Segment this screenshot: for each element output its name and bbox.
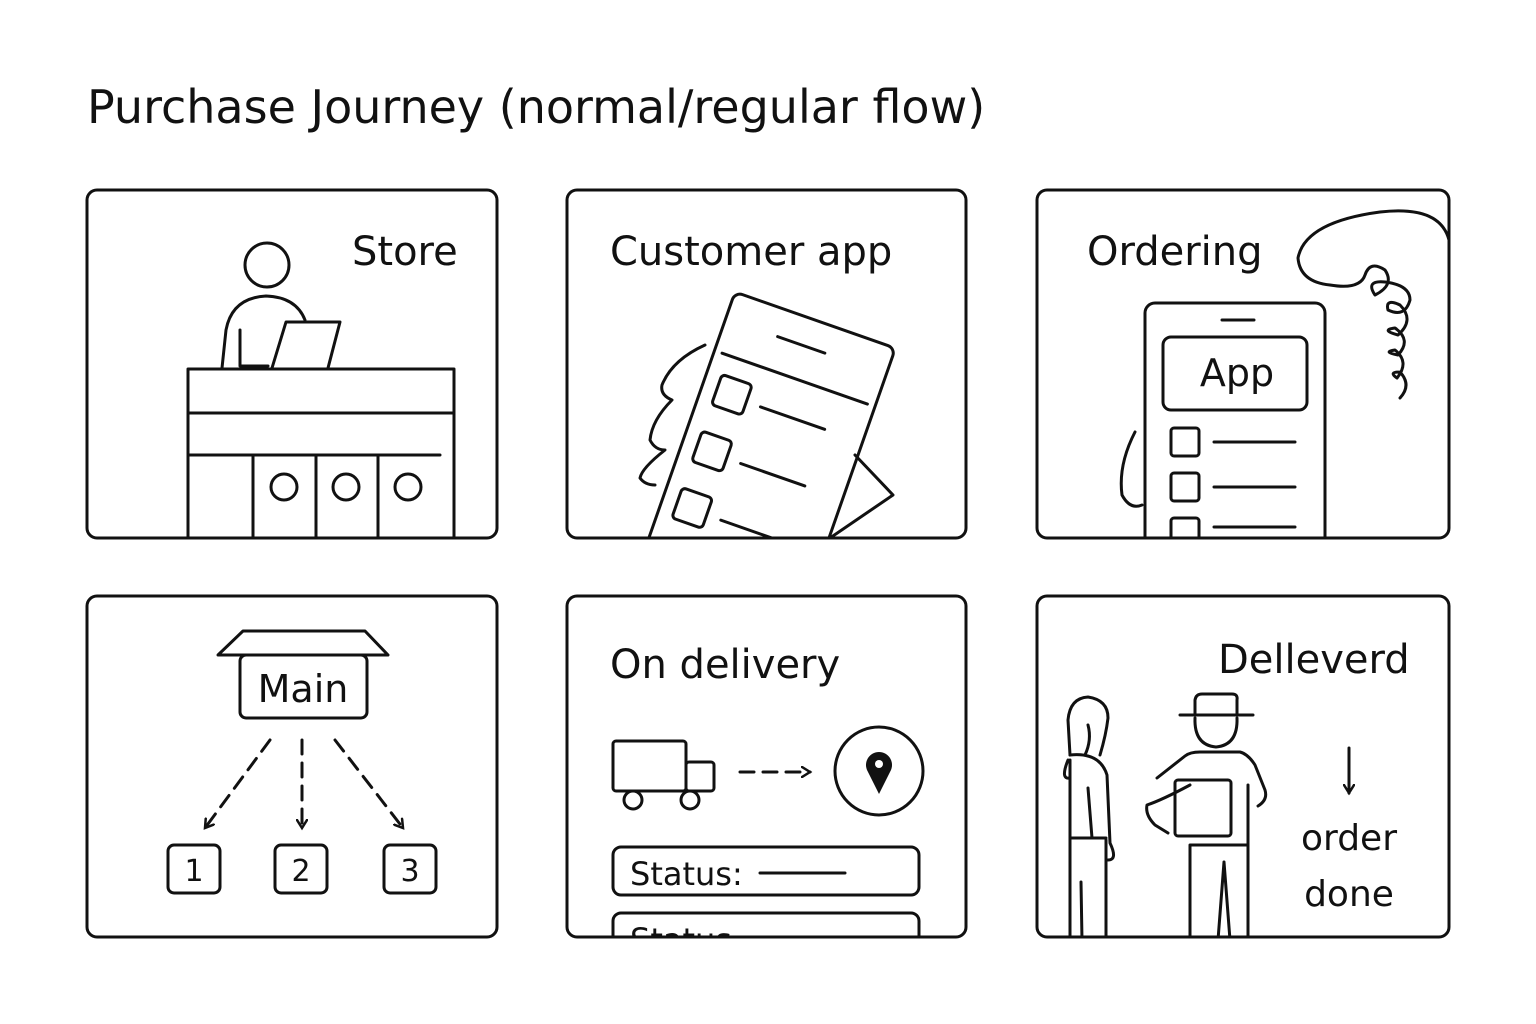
page-title: Purchase Journey (normal/regular flow) (87, 80, 985, 134)
panel-delivered: Delleverd order done (1035, 594, 1451, 939)
panel-store: Store (85, 188, 499, 540)
truck-icon (611, 739, 716, 811)
counter-icon (186, 367, 456, 540)
main-box (238, 653, 369, 720)
cashier-icon (220, 241, 342, 370)
panel-on-delivery: On delivery Status: Status (565, 594, 968, 959)
branch-label: 2 (291, 854, 310, 889)
phone-icon (1119, 301, 1327, 537)
branch-label: 1 (184, 854, 203, 889)
status-label: Status (630, 921, 732, 959)
note-line: order (1301, 818, 1397, 859)
note-line: done (1304, 874, 1394, 915)
phone-in-hand-icon (629, 292, 895, 537)
panel-label: On delivery (610, 642, 840, 688)
app-button[interactable]: App (1161, 335, 1309, 412)
app-button-label: App (1200, 351, 1274, 395)
panel-main: Main 1 2 3 (85, 594, 499, 939)
arrow-icon (203, 738, 272, 828)
checklist-icon (1169, 426, 1297, 537)
courier-figure-icon (1145, 692, 1268, 936)
panel-ordering: Ordering App (1035, 188, 1451, 540)
status-label: Status: (630, 855, 743, 893)
panel-customer-app: Customer app (565, 188, 968, 540)
panel-label: Ordering (1087, 229, 1263, 275)
main-label: Main (258, 667, 349, 711)
scribble-icon (1296, 209, 1448, 400)
customer-figure-icon (1063, 695, 1115, 936)
panel-label: Customer app (610, 229, 892, 275)
branch-box-2 (273, 843, 329, 895)
location-pin-icon (833, 725, 925, 817)
branch-label: 3 (400, 854, 419, 889)
panel-label: Delleverd (1218, 637, 1410, 683)
branch-box-3 (382, 843, 438, 895)
branch-box-1 (166, 843, 222, 895)
panel-label: Store (352, 229, 458, 275)
status-row: Status: (611, 845, 921, 897)
arrow-icon (333, 738, 405, 828)
status-row: Status (611, 911, 921, 959)
